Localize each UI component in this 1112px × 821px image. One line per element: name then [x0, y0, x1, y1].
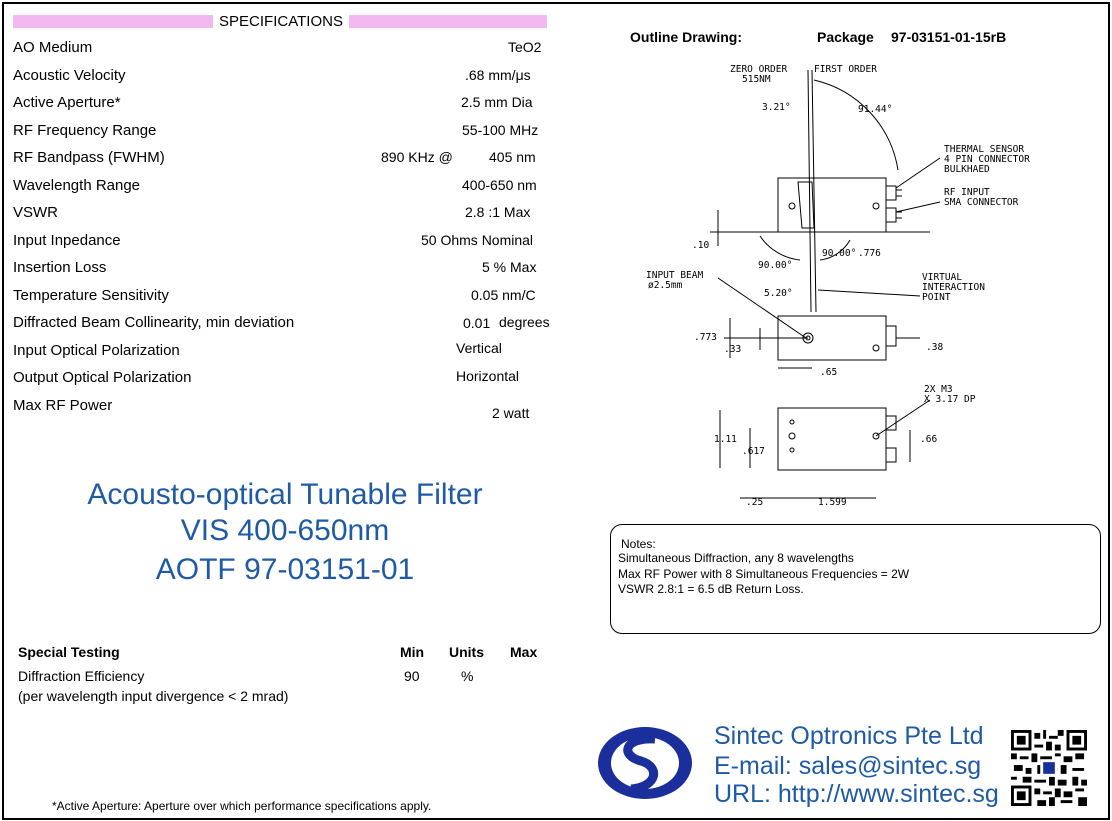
spec-label: Output Optical Polarization: [13, 369, 192, 386]
dim-9000b: 90.00°: [758, 260, 792, 271]
spec-value: .68 mm/μs: [465, 67, 531, 83]
aotf-body-bottom-view: [777, 407, 887, 471]
zero-order-nm-label: 515NM: [742, 74, 771, 85]
spec-value: 5 % Max: [482, 259, 537, 275]
diffraction-efficiency-min: 90: [404, 668, 420, 684]
product-title-line3: AOTF 97-03151-01: [155, 553, 415, 586]
spec-label: Diffracted Beam Collinearity, min deviat…: [13, 314, 295, 331]
dim-773: .773: [694, 332, 717, 343]
spec-value: Vertical: [456, 340, 502, 356]
dim-9000a: 90.00°: [822, 248, 856, 259]
spec-value: 890 KHz @: [381, 149, 453, 165]
diffraction-efficiency-units: %: [461, 668, 474, 684]
spec-value: 2.5 mm Dia: [461, 94, 533, 110]
col-units-header: Units: [449, 644, 484, 660]
spec-label: AO Medium: [13, 39, 93, 56]
interaction-label: INTERACTION: [922, 282, 985, 293]
thermal-bulkhead-label: BULKHAED: [944, 164, 990, 175]
dim-033: .33: [724, 344, 741, 355]
spec-value: TeO2: [508, 39, 542, 55]
spec-value: 400-650 nm: [462, 177, 537, 193]
spec-header-bar-right: [349, 15, 547, 28]
thermal-sensor-label: THERMAL SENSOR: [944, 144, 1024, 155]
spec-value: 50 Ohms Nominal: [421, 232, 534, 248]
spec-value: 2 watt: [492, 405, 530, 421]
m3-depth-label: X 3.17 DP: [924, 394, 976, 405]
dim-1599: 1.599: [818, 497, 847, 508]
spec-label: Input Inpedance: [13, 232, 121, 249]
notes-line: Max RF Power with 8 Simultaneous Frequen…: [618, 567, 910, 581]
spec-header: SPECIFICATIONS: [213, 13, 349, 30]
input-beam-dia-label: ø2.5mm: [648, 280, 683, 291]
spec-value: 0.05 nm/C: [471, 287, 536, 303]
spec-label: Max RF Power: [13, 397, 113, 414]
dim-111: 1.11: [714, 434, 737, 445]
outline-drawing: ZERO ORDER 515NM FIRST ORDER 3.21° 91.44…: [646, 64, 1030, 508]
input-beam-label: INPUT BEAM: [646, 270, 703, 281]
spec-value-2: degrees: [499, 314, 550, 330]
spec-label: RF Frequency Range: [13, 122, 157, 139]
col-max-header: Max: [510, 644, 538, 660]
dim-066: .66: [920, 434, 937, 445]
notes-line: VSWR 2.8:1 = 6.5 dB Return Loss.: [618, 582, 804, 596]
aotf-body-top-view: [777, 177, 887, 233]
spec-value: 2.8 :1 Max: [465, 204, 531, 220]
spec-header-bar-left: [13, 15, 213, 28]
zero-order-label: ZERO ORDER: [730, 64, 787, 75]
notes-box: Notes: Simultaneous Diffraction, any 8 w…: [610, 524, 1101, 634]
product-title-line2: VIS 400-650nm: [180, 514, 390, 547]
sintec-logo: [598, 727, 692, 799]
first-order-label: FIRST ORDER: [814, 64, 877, 75]
rf-input-label: RF INPUT: [944, 187, 990, 198]
diffraction-efficiency-note: (per wavelength input divergence < 2 mra…: [18, 688, 289, 704]
spec-value: 55-100 MHz: [462, 122, 539, 138]
dim-010: .10: [692, 240, 709, 251]
spec-label: VSWR: [13, 204, 58, 221]
virtual-label: VIRTUAL: [922, 272, 962, 283]
product-title-line1: Acousto-optical Tunable Filter: [87, 478, 483, 511]
dim-776: .776: [858, 248, 881, 259]
dim-617: .617: [742, 446, 765, 457]
dim-520: 5.20°: [764, 288, 793, 299]
sma-connector-label: SMA CONNECTOR: [944, 197, 1019, 208]
thermal-connector-label: 4 PIN CONNECTOR: [944, 154, 1030, 165]
spec-label: Input Optical Polarization: [13, 342, 180, 359]
spec-value-2: 405 nm: [489, 149, 536, 165]
angle-321-label: 3.21°: [762, 102, 791, 113]
dim-025: .25: [746, 497, 763, 508]
point-label: POINT: [922, 292, 951, 303]
spec-label: Acoustic Velocity: [13, 67, 126, 84]
footnote: *Active Aperture: Aperture over which pe…: [52, 799, 432, 813]
spec-label: Temperature Sensitivity: [13, 287, 169, 304]
spec-label: Wavelength Range: [13, 177, 141, 194]
outline-drawing-label: Outline Drawing:: [630, 29, 742, 45]
special-testing-header: Special Testing: [18, 644, 120, 660]
notes-line: Simultaneous Diffraction, any 8 waveleng…: [618, 551, 854, 565]
spec-label: Active Aperture*: [13, 94, 121, 111]
company-email[interactable]: E-mail: sales@sintec.sg: [714, 752, 982, 780]
m3-label: 2X M3: [924, 384, 953, 395]
spec-value: 0.01: [463, 315, 491, 331]
package-number: 97-03151-01-15rB: [891, 29, 1007, 45]
angle-9144-label: 91.44°: [858, 104, 892, 115]
company-url[interactable]: URL: http://www.sintec.sg: [714, 780, 999, 808]
package-label: Package: [817, 29, 874, 45]
qr-code: [1011, 730, 1087, 806]
dim-038: .38: [926, 342, 943, 353]
notes-title: Notes:: [621, 537, 656, 551]
spec-value: Horizontal: [456, 368, 520, 384]
spec-label: Insertion Loss: [13, 259, 107, 276]
col-min-header: Min: [400, 644, 425, 660]
company-name: Sintec Optronics Pte Ltd: [714, 722, 984, 750]
diffraction-efficiency-label: Diffraction Efficiency: [18, 668, 145, 684]
spec-label: RF Bandpass (FWHM): [13, 149, 165, 166]
dim-065: .65: [820, 367, 837, 378]
